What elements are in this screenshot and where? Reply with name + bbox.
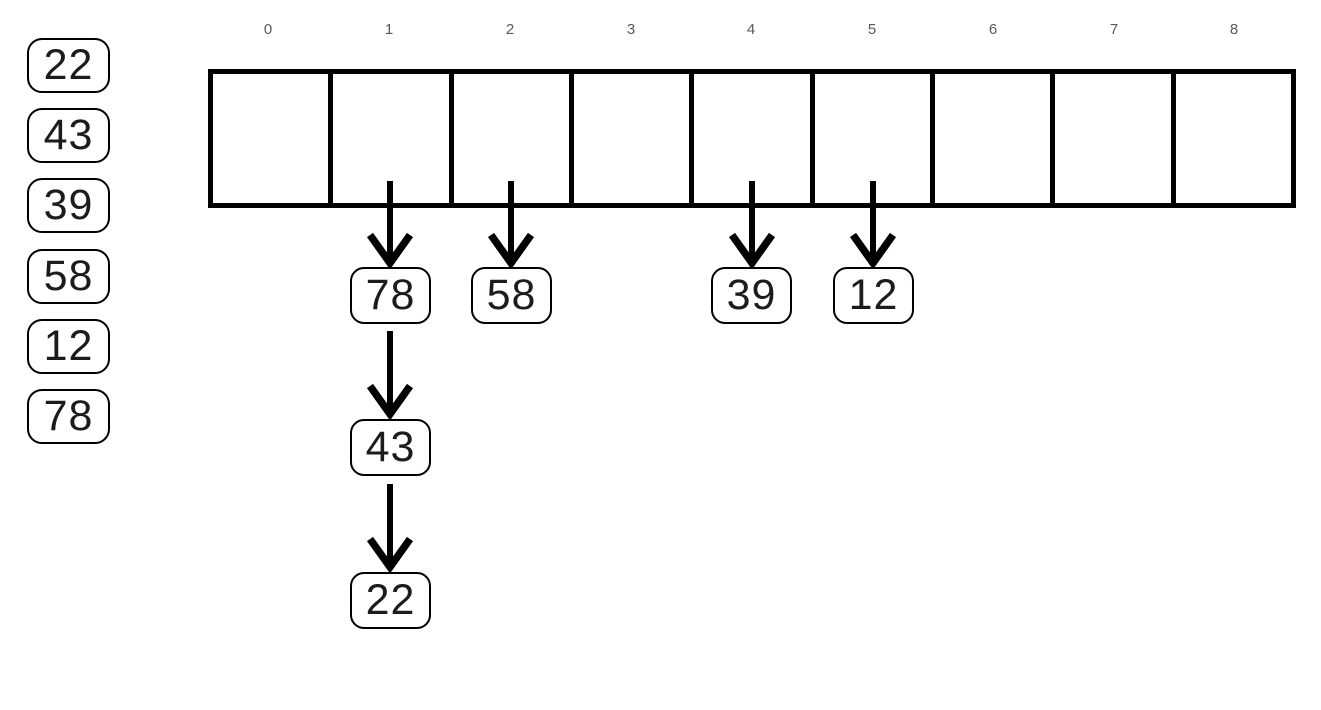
- chain-node-bucket5-0: 12: [833, 267, 914, 324]
- index-label-6: 6: [988, 21, 998, 38]
- input-value-box: 43: [27, 108, 110, 163]
- hash-array-cell-2: [453, 74, 574, 203]
- chain-node-bucket1-1: 43: [350, 419, 431, 476]
- input-value-box: 78: [27, 389, 110, 444]
- input-value-box: 22: [27, 38, 110, 93]
- hash-array-cell-8: [1175, 74, 1291, 203]
- input-value-box: 39: [27, 178, 110, 233]
- hash-array-cell-1: [333, 74, 454, 203]
- index-label-3: 3: [626, 21, 636, 38]
- arrow-down-icon-78-to-43: [366, 331, 414, 421]
- arrow-down-icon-43-to-22: [366, 484, 414, 574]
- chain-node-bucket1-0: 78: [350, 267, 431, 324]
- index-label-1: 1: [384, 21, 394, 38]
- chain-node-bucket1-2: 22: [350, 572, 431, 629]
- index-label-7: 7: [1109, 21, 1119, 38]
- hash-array-cell-5: [814, 74, 935, 203]
- index-label-4: 4: [746, 21, 756, 38]
- hash-array-cell-4: [694, 74, 815, 203]
- index-label-2: 2: [505, 21, 515, 38]
- index-label-0: 0: [263, 21, 273, 38]
- hash-array-cell-6: [934, 74, 1056, 203]
- hash-array: [208, 69, 1296, 208]
- input-value-box: 58: [27, 249, 110, 304]
- hash-array-cell-0: [213, 74, 334, 203]
- hash-array-cell-7: [1055, 74, 1176, 203]
- chain-node-bucket2-0: 58: [471, 267, 552, 324]
- hash-array-cell-3: [573, 74, 695, 203]
- index-label-8: 8: [1229, 21, 1239, 38]
- index-label-5: 5: [867, 21, 877, 38]
- input-value-box: 12: [27, 319, 110, 374]
- chain-node-bucket4-0: 39: [711, 267, 792, 324]
